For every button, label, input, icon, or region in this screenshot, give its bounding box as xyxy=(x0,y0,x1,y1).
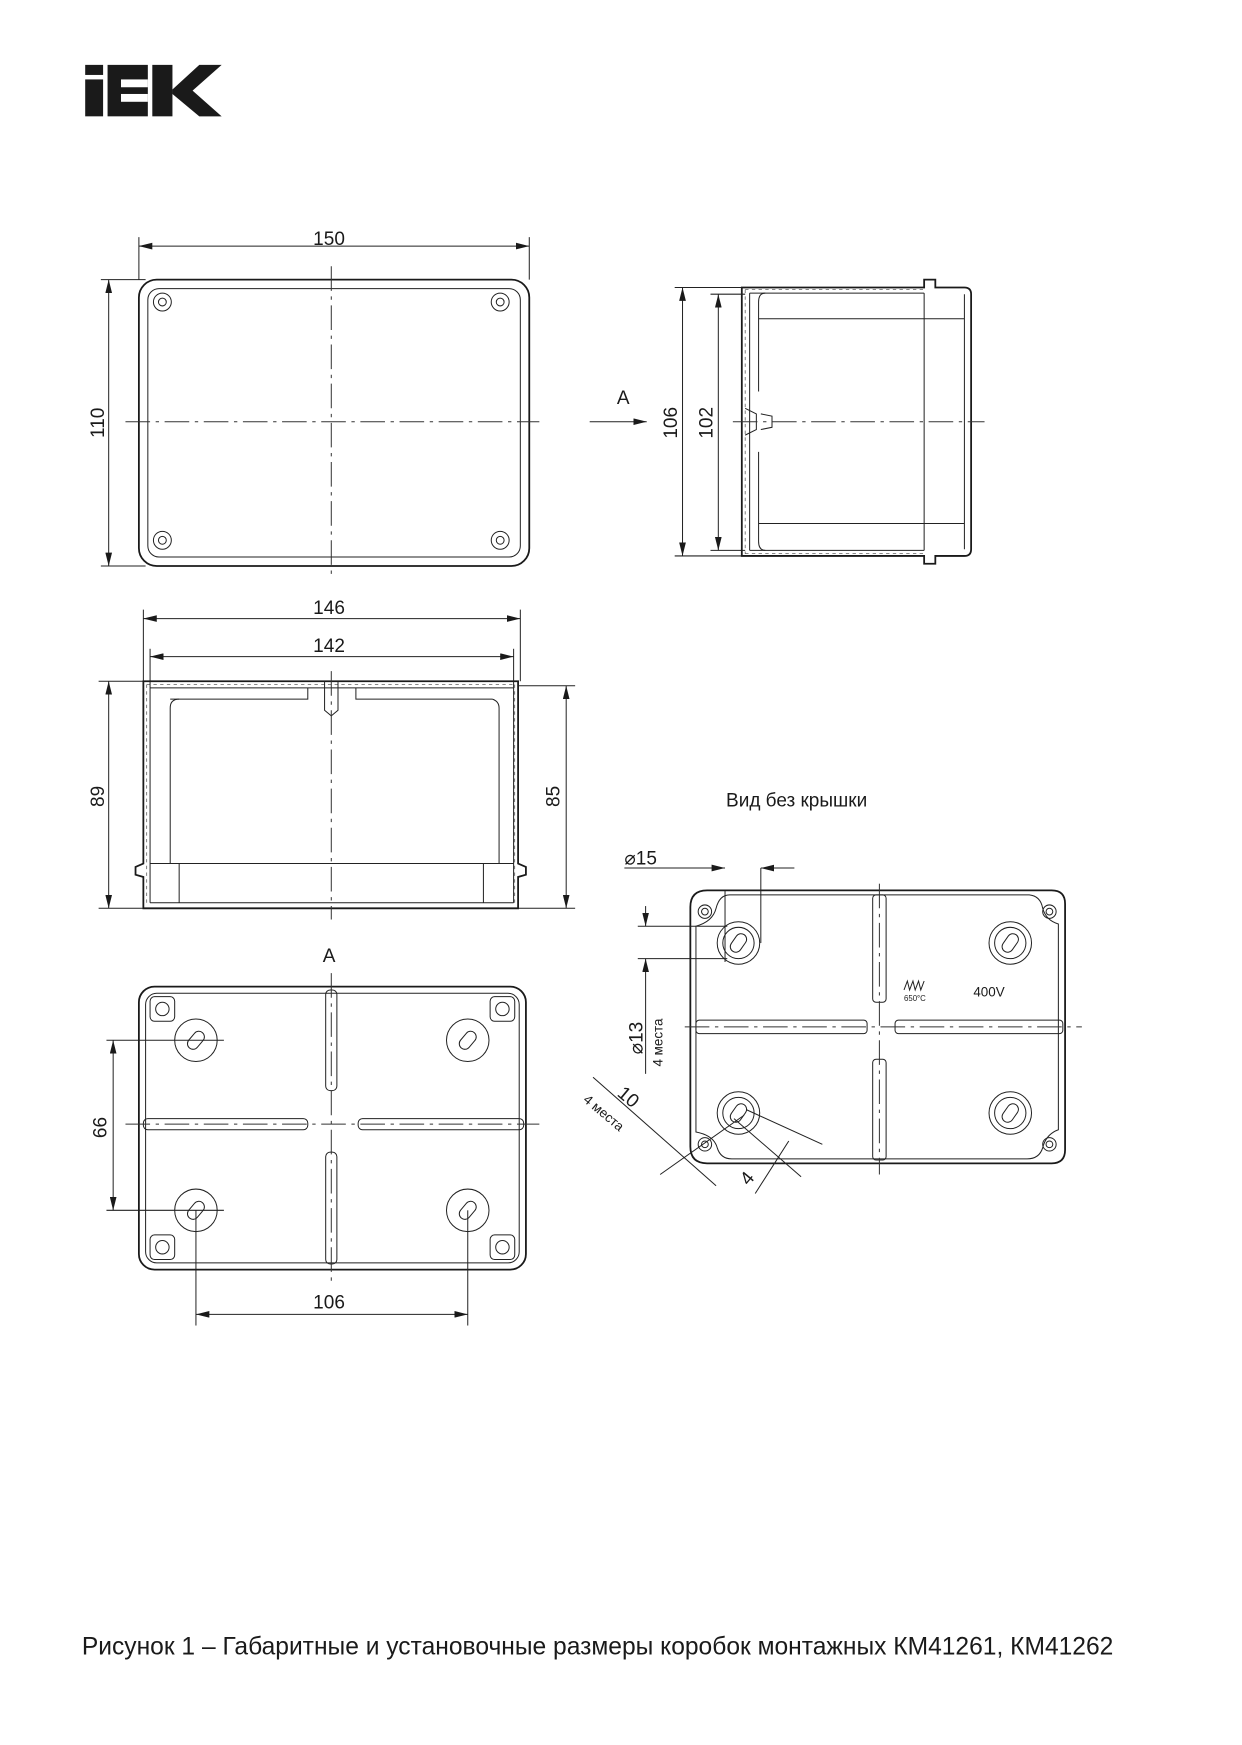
dim-inner-height-85: 85 xyxy=(543,786,564,807)
dim-width-150: 150 xyxy=(313,229,345,250)
bottom-view-label: A xyxy=(323,946,336,967)
corner-boss-icons xyxy=(149,996,516,1261)
dim-outer-height-89: 89 xyxy=(88,786,109,807)
dim-outer-height-106: 106 xyxy=(661,407,682,439)
figure-caption: Рисунок 1 – Габаритные и установочные ра… xyxy=(82,1633,1114,1660)
dim-inner-width-142: 142 xyxy=(313,636,345,657)
mounting-hole-icons xyxy=(174,1018,490,1233)
top-view-lid: 150 110 A xyxy=(88,229,647,580)
view-arrow-a-label: A xyxy=(617,388,630,409)
svg-text:650°C: 650°C xyxy=(904,994,926,1003)
inside-view-without-lid: Вид без крышки 650°C 400V xyxy=(581,791,1082,1194)
side-view-section: 106 102 xyxy=(661,278,985,565)
dim-slot-width-4: 4 xyxy=(736,1168,759,1190)
dim-height-110: 110 xyxy=(88,408,109,438)
knockout-icons xyxy=(716,921,1033,1135)
inside-view-title: Вид без крышки xyxy=(726,791,867,812)
lid-screw-icons xyxy=(152,292,510,550)
dim-hole-spacing-106: 106 xyxy=(313,1293,345,1314)
dim-knockout-diameter-15: ⌀15 xyxy=(624,849,657,870)
bottom-view-a: A 66 106 xyxy=(90,946,540,1326)
iek-logo xyxy=(85,64,222,117)
voltage-mark: 400V xyxy=(973,985,1004,1000)
dim-slot-length-10: 10 xyxy=(613,1083,643,1113)
hole-count-label: 4 места xyxy=(650,1018,665,1067)
dim-hole-spacing-66: 66 xyxy=(90,1117,111,1138)
dim-hole-diameter-13: ⌀13 xyxy=(626,1022,647,1055)
dim-inner-height-102: 102 xyxy=(697,407,718,439)
dim-outer-width-146: 146 xyxy=(313,598,345,619)
glow-wire-mark-icon: 650°C xyxy=(903,979,926,1003)
front-view-section: 146 142 89 85 xyxy=(88,598,576,920)
